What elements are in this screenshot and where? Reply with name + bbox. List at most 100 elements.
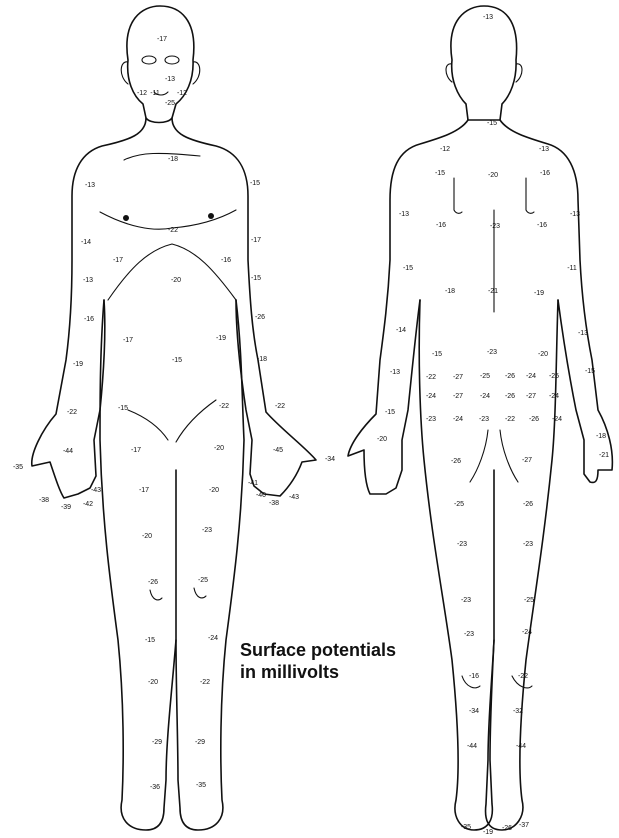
front-label-left-foot: -35 [196, 782, 206, 790]
front-label-left-wrist: -22 [275, 403, 285, 411]
front-label-right-arm-mid: -13 [83, 277, 93, 285]
front-label-left-shin-upper: -24 [208, 635, 218, 643]
back-label-left-knee: -23 [461, 597, 471, 605]
back-label-right-thigh-lower: -23 [523, 541, 533, 549]
back-label-lower-spine: -21 [488, 288, 498, 296]
front-label-epigastrium: -20 [171, 277, 181, 285]
back-label-left-flank: -15 [432, 351, 442, 359]
back-label-right-scapula-lower: -16 [537, 222, 547, 230]
back-label-right-knee: -25 [524, 597, 534, 605]
back-label-right-arm-mid: -11 [567, 265, 577, 273]
back-label-grid-r2c2: -27 [453, 393, 463, 401]
back-label-grid-r2c6: -24 [549, 393, 559, 401]
front-label-chin: -25 [165, 100, 175, 108]
front-label-nose: -13 [165, 76, 175, 84]
diagram-caption: Surface potentials in millivolts [240, 639, 396, 683]
back-label-grid-r3c4: -22 [505, 416, 515, 424]
back-label-left-ankle: -34 [469, 708, 479, 716]
back-label-right-wrist: -18 [596, 433, 606, 441]
front-label-lip-right: -11 [150, 90, 160, 98]
back-label-right-calf-upper: -24 [522, 629, 532, 637]
front-label-left-finger-1: -41 [248, 480, 258, 488]
front-label-right-finger-3: -42 [83, 501, 93, 509]
back-label-mid-spine: -23 [490, 223, 500, 231]
back-label-right-forearm: -15 [585, 368, 595, 376]
back-label-grid-r1c1: -22 [426, 374, 436, 382]
back-label-upper-spine: -20 [488, 172, 498, 180]
front-label-left-palm: -45 [273, 447, 283, 455]
front-label-left-thigh-lower: -23 [202, 527, 212, 535]
front-label-left-chest: -16 [221, 257, 231, 265]
back-label-grid-r2c1: -24 [426, 393, 436, 401]
front-label-right-abdomen: -17 [123, 337, 133, 345]
back-label-right-scapula-upper: -16 [540, 170, 550, 178]
back-label-right-toe-1: -26 [502, 825, 512, 833]
back-label-grid-r3c2: -24 [453, 416, 463, 424]
front-label-right-thigh-upper: -17 [131, 447, 141, 455]
front-label-left-knee: -25 [198, 577, 208, 585]
front-label-cheek-left: -12 [177, 90, 187, 98]
front-label-right-shoulder: -13 [85, 182, 95, 190]
back-label-left-toe-1: -35 [461, 824, 471, 832]
back-label-right-shoulder: -13 [539, 146, 549, 154]
back-label-grid-r1c5: -24 [526, 373, 536, 381]
caption-line-1: Surface potentials [240, 639, 396, 661]
front-label-cheek-right: -12 [137, 90, 147, 98]
front-label-left-ankle: -29 [195, 739, 205, 747]
back-label-grid-r3c3: -23 [479, 416, 489, 424]
back-label-right-toe-2: -37 [519, 822, 529, 830]
front-label-right-thigh-mid: -17 [139, 487, 149, 495]
front-label-left-elbow: -26 [255, 314, 265, 322]
back-label-left-arm-mid: -15 [403, 265, 413, 273]
front-label-right-wrist: -22 [67, 409, 77, 417]
front-label-right-elbow: -16 [84, 316, 94, 324]
back-label-left-buttock: -26 [451, 458, 461, 466]
back-label-left-upper-arm: -13 [399, 211, 409, 219]
back-label-grid-r1c4: -26 [505, 373, 515, 381]
front-label-left-thigh-mid: -20 [209, 487, 219, 495]
back-label-right-hand: -21 [599, 452, 609, 460]
back-label-left-calf-upper: -23 [464, 631, 474, 639]
back-label-grid-r2c4: -26 [505, 393, 515, 401]
front-label-right-thigh-lower: -20 [142, 533, 152, 541]
back-label-grid-r2c3: -24 [480, 393, 490, 401]
back-label-right-flank: -20 [538, 351, 548, 359]
back-label-left-back: -18 [445, 288, 455, 296]
front-label-right-groin: -15 [118, 405, 128, 413]
back-label-grid-r1c3: -25 [480, 373, 490, 381]
caption-line-2: in millivolts [240, 661, 396, 683]
back-label-left-calf-lower: -16 [469, 673, 479, 681]
back-label-grid-r1c6: -25 [549, 373, 559, 381]
front-label-left-arm-mid: -15 [251, 275, 261, 283]
back-label-right-back: -19 [534, 290, 544, 298]
back-label-left-elbow: -14 [396, 327, 406, 335]
front-label-right-foot: -36 [150, 784, 160, 792]
front-label-left-forearm: -18 [257, 356, 267, 364]
front-label-right-finger-2: -39 [61, 504, 71, 512]
back-label-left-heel: -44 [467, 743, 477, 751]
back-label-head: -13 [483, 14, 493, 22]
back-label-grid-r2c5: -27 [526, 393, 536, 401]
back-label-lumbar: -23 [487, 349, 497, 357]
front-label-right-finger-4: -43 [91, 487, 101, 495]
back-label-grid-r3c6: -24 [552, 416, 562, 424]
back-label-right-ankle: -32 [513, 708, 523, 716]
back-label-right-buttock: -27 [522, 457, 532, 465]
front-label-left-finger-3: -38 [269, 500, 279, 508]
back-label-left-hand: -20 [377, 436, 387, 444]
front-label-left-groin: -22 [219, 403, 229, 411]
front-label-left-finger-4: -43 [289, 494, 299, 502]
front-label-left-abdomen: -19 [216, 335, 226, 343]
front-label-left-shoulder: -15 [250, 180, 260, 188]
front-label-right-forearm: -19 [73, 361, 83, 369]
back-label-left-wrist: -15 [385, 409, 395, 417]
back-label-left-thigh-lower: -23 [457, 541, 467, 549]
back-label-left-thigh-upper: -25 [454, 501, 464, 509]
front-label-sternal-notch: -18 [168, 156, 178, 164]
front-label-left-upper-arm: -17 [251, 237, 261, 245]
front-label-forehead: -17 [157, 36, 167, 44]
back-label-left-scapula-upper: -15 [435, 170, 445, 178]
back-label-right-heel: -44 [516, 743, 526, 751]
